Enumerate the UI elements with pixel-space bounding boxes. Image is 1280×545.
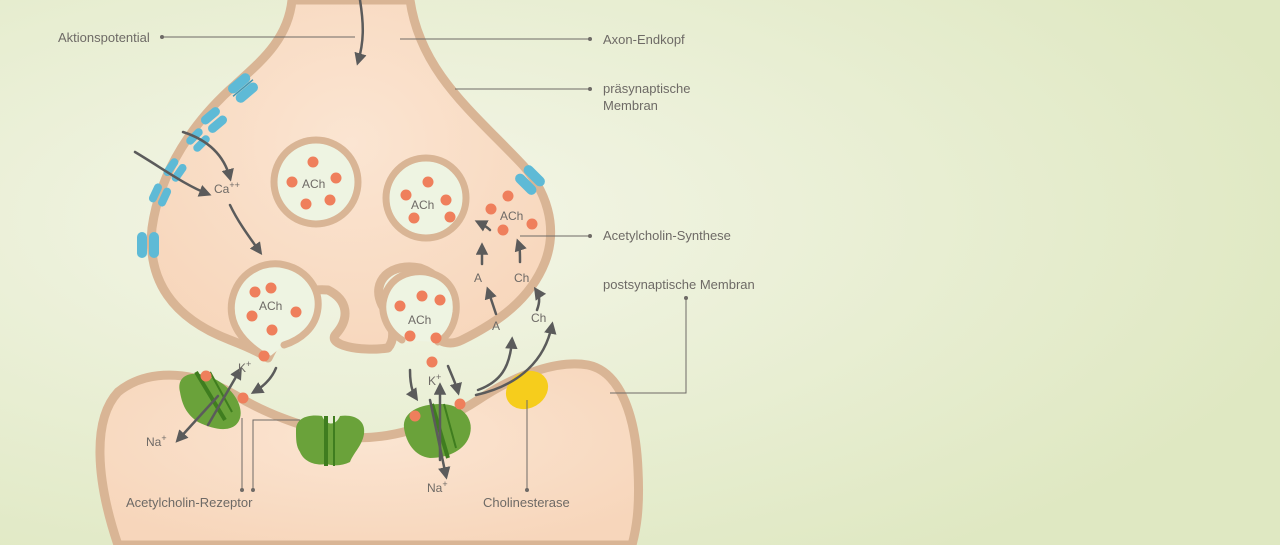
vesicle-1-label: ACh xyxy=(302,177,325,191)
acetate-label-lower: A xyxy=(492,319,500,333)
leader-lines xyxy=(162,36,687,490)
arrows xyxy=(133,0,557,480)
leader-dots xyxy=(160,35,688,492)
synthesis-ach-label: ACh xyxy=(500,209,523,223)
vesicle-1: ACh xyxy=(270,136,362,228)
synthesized-ach: ACh xyxy=(485,190,538,236)
label-axon-endkopf: Axon-Endkopf xyxy=(603,32,685,47)
fusing-vesicle-right: ACh xyxy=(379,268,460,368)
choline-label-upper: Ch xyxy=(514,271,529,285)
potassium-ion-left: K+ xyxy=(238,359,251,375)
label-praesynaptische-line2: Membran xyxy=(603,98,658,113)
label-acetylcholin-rezeptor: Acetylcholin-Rezeptor xyxy=(126,495,253,510)
vesicle-2: ACh xyxy=(382,154,470,242)
label-aktionspotential: Aktionspotential xyxy=(58,30,150,45)
acetylcholine-receptor-middle xyxy=(296,415,365,466)
label-cholinesterase: Cholinesterase xyxy=(483,495,570,510)
fusing-vesicle-right-label: ACh xyxy=(408,313,431,327)
sodium-ion-left: Na+ xyxy=(146,433,167,449)
label-praesynaptische-line1: präsynaptische xyxy=(603,81,690,96)
calcium-ion-label: Ca++ xyxy=(214,180,240,196)
label-acetylcholin-synthese: Acetylcholin-Synthese xyxy=(603,228,731,243)
choline-label-lower: Ch xyxy=(531,311,546,325)
sodium-ion-right: Na+ xyxy=(427,479,448,495)
fusing-vesicle-left: ACh xyxy=(227,260,322,362)
fusing-vesicle-left-label: ACh xyxy=(259,299,282,313)
label-postsynaptische-membran: postsynaptische Membran xyxy=(603,277,755,292)
cholinesterase-enzyme xyxy=(505,370,549,410)
vesicle-2-label: ACh xyxy=(411,198,434,212)
acetylcholine-receptor-left xyxy=(179,370,249,430)
acetate-label-upper: A xyxy=(474,271,482,285)
potassium-ion-right: K+ xyxy=(428,372,441,388)
